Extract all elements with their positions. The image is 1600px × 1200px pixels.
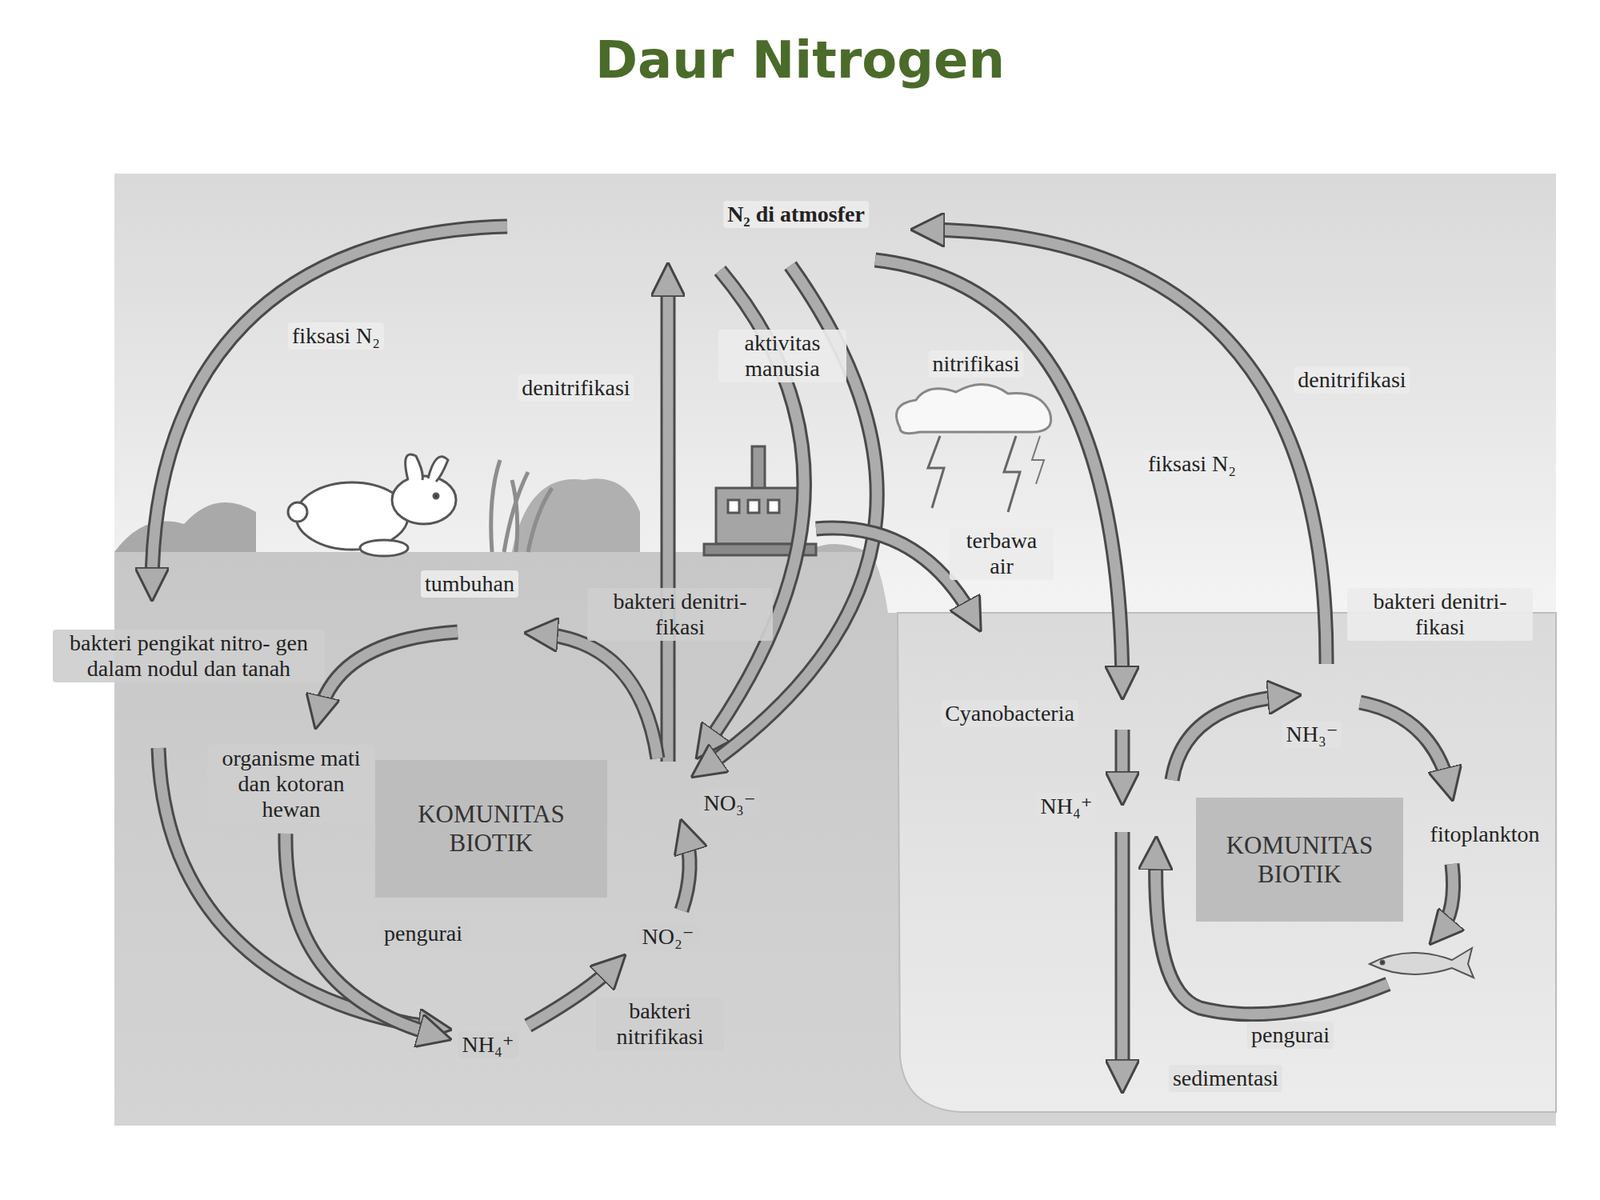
arrow-to-plants [537, 633, 658, 759]
arrow-sedimentation [1122, 832, 1124, 1080]
cycle-arrows [152, 226, 1454, 1080]
cycle-label: aktivitas manusia [718, 329, 847, 383]
cloud-lightning [896, 384, 1052, 512]
cycle-label: NH₃⁻ [1282, 720, 1343, 748]
box-text: KOMUNITAS BIOTIK [1207, 831, 1392, 889]
cycle-label: denitrifikasi [1293, 366, 1410, 394]
diagram-title: Daur Nitrogen [0, 30, 1600, 90]
rabbit [288, 454, 456, 556]
cycle-label: bakteri denitri- fikasi [1347, 588, 1533, 641]
arrow-to-fish [1438, 864, 1454, 935]
cycle-label: denitrifikasi [517, 374, 634, 402]
cycle-label: pengurai [380, 920, 467, 948]
community-box: KOMUNITAS BIOTIK [1196, 797, 1404, 922]
cycle-label: terbawa air [949, 527, 1054, 580]
cycle-label: fitoplankton [1426, 820, 1544, 848]
cycle-label: organisme mati dan kotoran hewan [207, 744, 376, 824]
arrow-ammonium-to-nh3 [1172, 696, 1288, 780]
arrow-nitrite-to-nitrate [681, 832, 690, 911]
cycle-label: bakteri denitri- fikasi [587, 588, 773, 641]
cycle-label: nitrifikasi [928, 350, 1024, 378]
cycle-label: fiksasi N₂ [1144, 450, 1240, 478]
cycle-label: NO₃⁻ [700, 789, 760, 817]
cycle-label: NH₄⁺ [458, 1031, 519, 1059]
arrow-plants-to-dead [318, 632, 458, 716]
arrow-nitrification-lightning [702, 265, 877, 770]
arrow-fixation-left [152, 226, 508, 588]
fish [1369, 948, 1474, 978]
arrow-cyanobacteria-to-ammonium [1122, 729, 1124, 792]
grass [491, 460, 552, 552]
background [114, 173, 1556, 1126]
cycle-label: NH₄⁺ [1036, 792, 1097, 820]
cycle-label: bakteri pengikat nitro- gen dalam nodul … [52, 629, 325, 683]
cycle-label: Cyanobacteria [940, 700, 1079, 728]
cycle-label: pengurai [1247, 1021, 1334, 1049]
community-box: KOMUNITAS BIOTIK [375, 760, 608, 898]
cycle-label: sedimentasi [1168, 1064, 1283, 1092]
cycle-label: N₂ di atmosfer [723, 200, 869, 228]
arrow-to-phytoplankton [1360, 702, 1450, 788]
arrow-denitrification-right [924, 229, 1327, 664]
arrow-fixation-right [875, 260, 1123, 687]
cycle-label: tumbuhan [420, 570, 519, 598]
arrow-denitrification-up [668, 276, 669, 762]
cycle-label: NO₂⁻ [638, 923, 699, 951]
cycle-label: bakteri nitrifikasi [596, 997, 724, 1051]
cycle-label: fiksasi N₂ [288, 322, 384, 350]
box-text: KOMUNITAS BIOTIK [386, 800, 596, 858]
